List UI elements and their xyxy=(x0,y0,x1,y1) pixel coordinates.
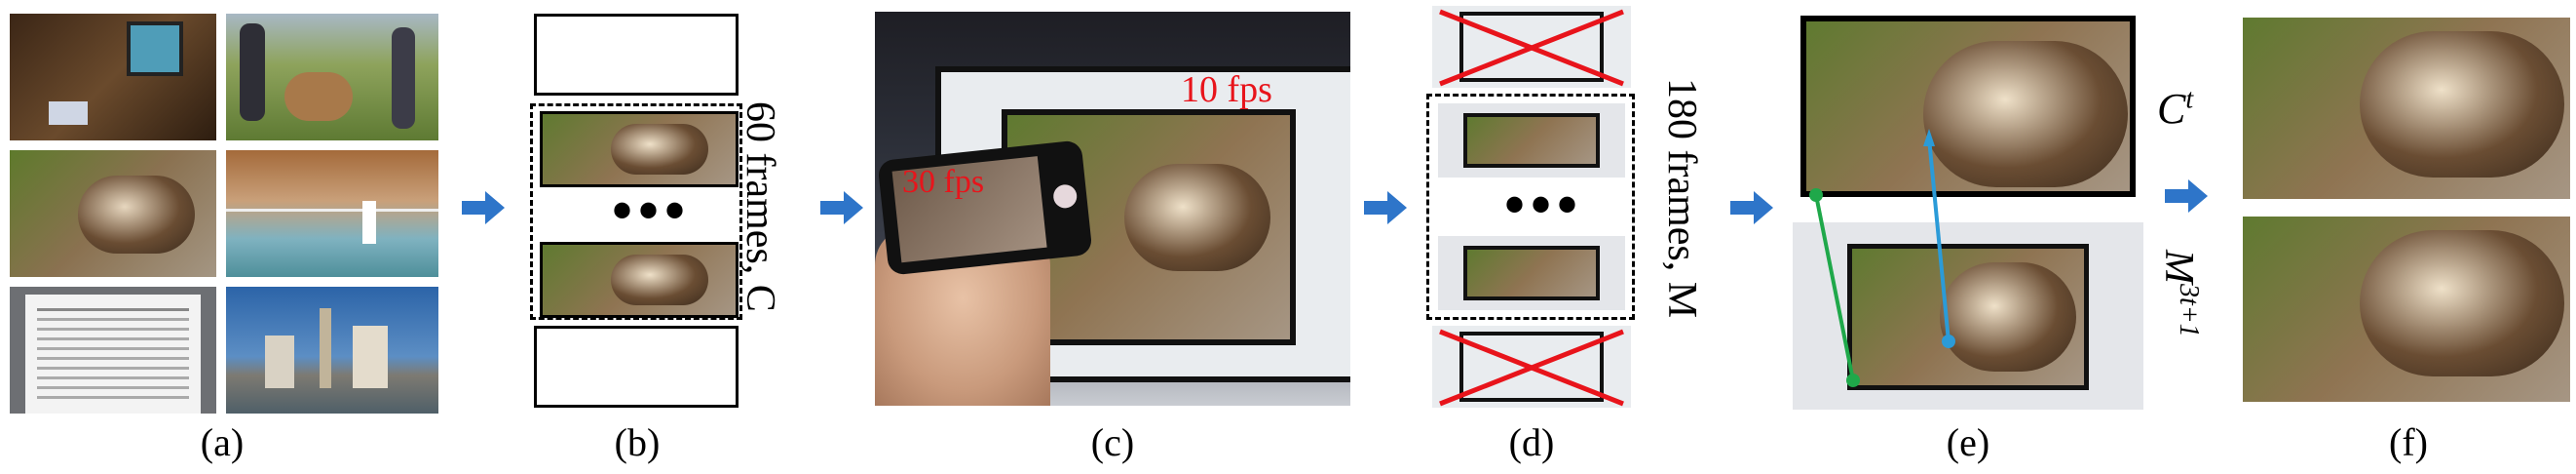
label-m: M3t+1 xyxy=(2155,250,2204,337)
frame-ct xyxy=(1800,16,2136,197)
panel-d: ••• xyxy=(1426,6,1637,410)
photo-echidna-small xyxy=(10,150,216,277)
label-m-base: M xyxy=(2156,250,2201,284)
frame-echidna-1 xyxy=(540,111,739,187)
label-60-frames: 60 frames, C xyxy=(738,101,782,312)
panel-e xyxy=(1793,10,2143,410)
frames-box xyxy=(530,103,742,320)
frame-crossed-bottom xyxy=(1432,326,1631,408)
label-ct: Ct xyxy=(2157,84,2193,134)
caption-d: (d) xyxy=(1508,420,1555,464)
frame-echidna-1 xyxy=(1438,103,1625,178)
frame-echidna-2 xyxy=(1438,236,1625,310)
caption-c: (c) xyxy=(1090,420,1135,464)
label-ct-base: C xyxy=(2157,85,2186,133)
photo-city xyxy=(226,287,438,414)
right-arrow-icon xyxy=(1730,191,1773,224)
frames-box xyxy=(1426,94,1635,320)
output-frame-1 xyxy=(2243,18,2570,199)
right-arrow-icon xyxy=(1364,191,1407,224)
panel-b: ••• xyxy=(530,12,744,412)
right-arrow-icon xyxy=(820,191,863,224)
panel-a xyxy=(10,14,438,414)
panel-c: 10 fps 30 fps xyxy=(875,12,1350,406)
frame-echidna-2 xyxy=(540,242,739,318)
ellipsis: ••• xyxy=(612,178,692,243)
frame-blank-bottom xyxy=(534,326,739,408)
correspondence-lines xyxy=(1809,129,1955,387)
photo-document xyxy=(10,287,216,414)
frame-crossed-top xyxy=(1432,6,1631,88)
caption-a: (a) xyxy=(200,420,245,464)
label-m-sup: 3t+1 xyxy=(2174,284,2204,337)
caption-b: (b) xyxy=(614,420,661,464)
photo-gym xyxy=(226,150,438,277)
caption-e: (e) xyxy=(1946,420,1990,464)
photo-room xyxy=(10,14,216,140)
phone xyxy=(877,139,1093,276)
right-arrow-icon xyxy=(462,191,505,224)
fps-screen-text: 10 fps xyxy=(1181,69,1272,110)
fps-phone-text: 30 fps xyxy=(902,164,985,200)
panel-f xyxy=(2243,18,2570,402)
label-180-frames: 180 frames, M xyxy=(1659,78,1704,319)
output-frame-2 xyxy=(2243,217,2570,402)
label-ct-sup: t xyxy=(2185,84,2194,115)
ellipsis: ••• xyxy=(1504,173,1584,237)
right-arrow-icon xyxy=(2165,179,2208,213)
caption-f: (f) xyxy=(2389,420,2428,464)
frame-blank-top xyxy=(534,14,739,96)
photo-alpaca xyxy=(226,14,438,140)
